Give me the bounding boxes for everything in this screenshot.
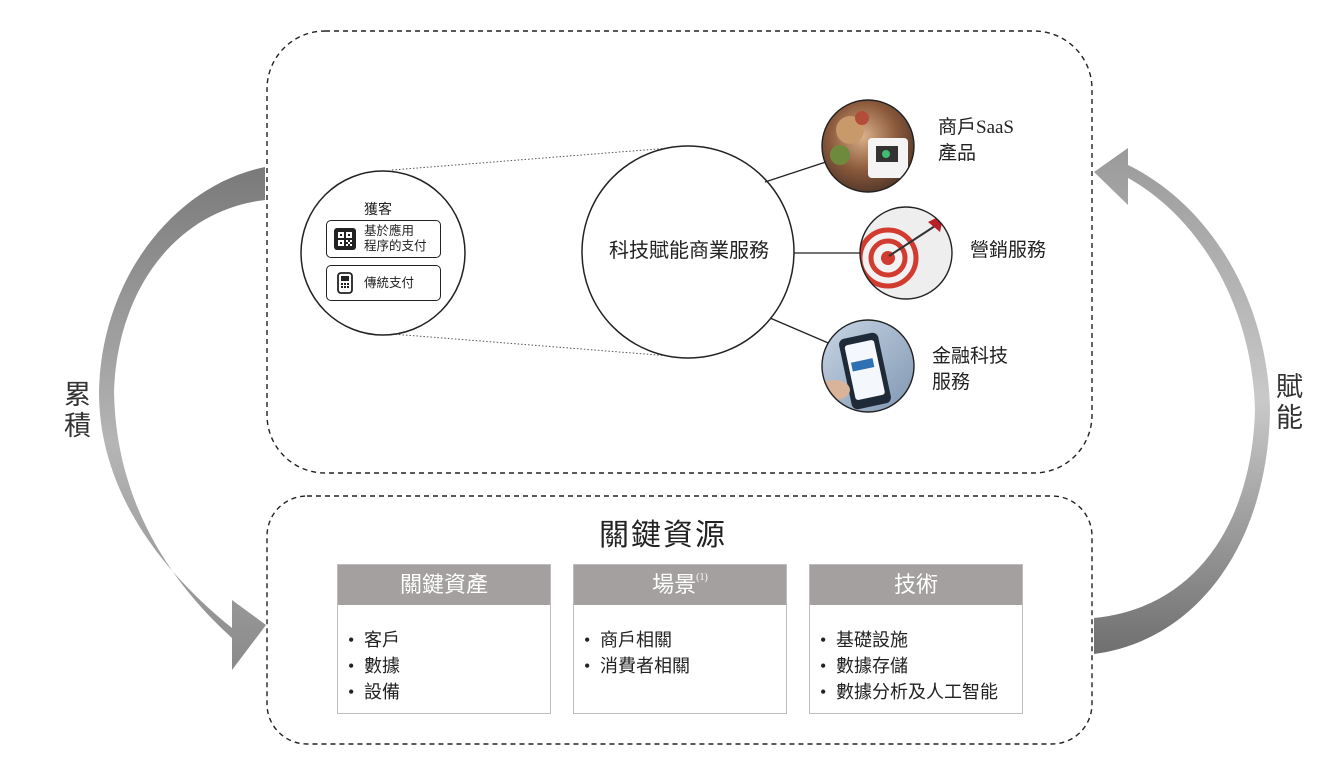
card-technology: 技術 基礎設施 數據存儲 數據分析及人工智能 (809, 564, 1023, 714)
list-item: 客戶 (348, 627, 400, 653)
list-item: 消費者相關 (584, 653, 690, 679)
card-key-assets-header: 關鍵資產 (338, 565, 550, 605)
pos-terminal-icon (337, 272, 353, 294)
food-and-pos-photo (821, 99, 915, 193)
card-scenarios: 場景(1) 商戶相關 消費者相關 (573, 564, 787, 714)
bottom-dashed-panel (266, 495, 1093, 745)
service-fintech-label: 金融科技 服務 (932, 346, 1009, 393)
zoom-line-bottom (391, 333, 671, 357)
smartphone-photo (821, 319, 915, 413)
center-circle (581, 145, 795, 359)
card-technology-header: 技術 (810, 565, 1022, 605)
traditional-payment-label: 傳統支付 (364, 275, 415, 290)
accumulate-label: 累積 (60, 380, 90, 442)
list-item: 商戶相關 (584, 627, 690, 653)
right-curved-arrow (1094, 148, 1270, 654)
service-marketing-label: 營銷服務 (970, 240, 1047, 261)
app-payment-label: 基於應用 程序的支付 (364, 224, 427, 253)
card-scenarios-header: 場景(1) (574, 565, 786, 605)
acquisition-title: 獲客 (364, 203, 392, 218)
card-key-assets: 關鍵資產 客戶 數據 設備 (337, 564, 551, 714)
top-dashed-panel (266, 30, 1093, 474)
list-item: 基礎設施 (820, 627, 998, 653)
zoom-line-top (391, 147, 671, 171)
target-dart-photo (859, 206, 953, 300)
list-item: 設備 (348, 679, 400, 705)
left-curved-arrow (99, 167, 266, 670)
app-payment-box: 基於應用 程序的支付 (326, 220, 441, 258)
card-technology-title: 技術 (893, 572, 938, 597)
list-item: 數據分析及人工智能 (820, 679, 998, 705)
traditional-payment-box: 傳統支付 (326, 265, 441, 301)
qr-code-icon (334, 228, 356, 250)
center-title: 科技賦能商業服務 (609, 240, 769, 262)
card-key-assets-list: 客戶 數據 設備 (348, 627, 400, 705)
service-saas-label: 商戶SaaS 產品 (938, 117, 1015, 164)
resources-title: 關鍵資源 (599, 519, 727, 552)
list-item: 數據 (348, 653, 400, 679)
card-scenarios-list: 商戶相關 消費者相關 (584, 627, 690, 679)
footnote-marker: (1) (696, 572, 708, 583)
card-technology-list: 基礎設施 數據存儲 數據分析及人工智能 (820, 627, 998, 705)
card-scenarios-title: 場景 (652, 572, 697, 597)
card-key-assets-title: 關鍵資產 (399, 572, 488, 597)
list-item: 數據存儲 (820, 653, 998, 679)
empower-label: 賦能 (1272, 372, 1302, 434)
